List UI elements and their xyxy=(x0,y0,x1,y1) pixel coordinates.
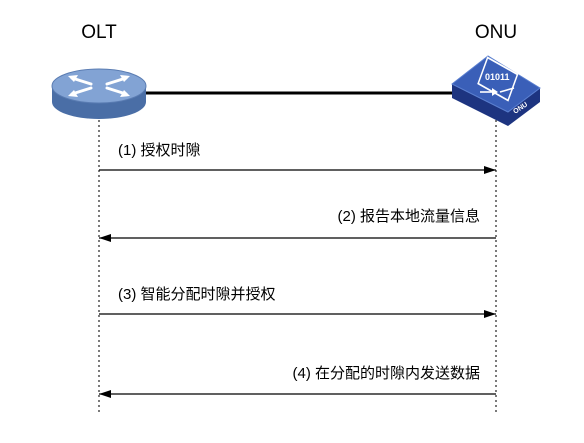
olt-router-icon xyxy=(51,68,147,119)
onu-device-icon: 01011 ONU xyxy=(451,55,541,126)
message-3-label: (3) 智能分配时隙并授权 xyxy=(118,285,276,303)
message-2-label: (2) 报告本地流量信息 xyxy=(337,208,480,225)
message-4-label: (4) 在分配的时隙内发送数据 xyxy=(292,365,480,382)
olt-title: OLT xyxy=(81,22,117,43)
message-1-label: (1) 授权时隙 xyxy=(118,142,201,159)
onu-title: ONU xyxy=(475,22,517,43)
onu-device-text: 01011 xyxy=(485,72,510,82)
